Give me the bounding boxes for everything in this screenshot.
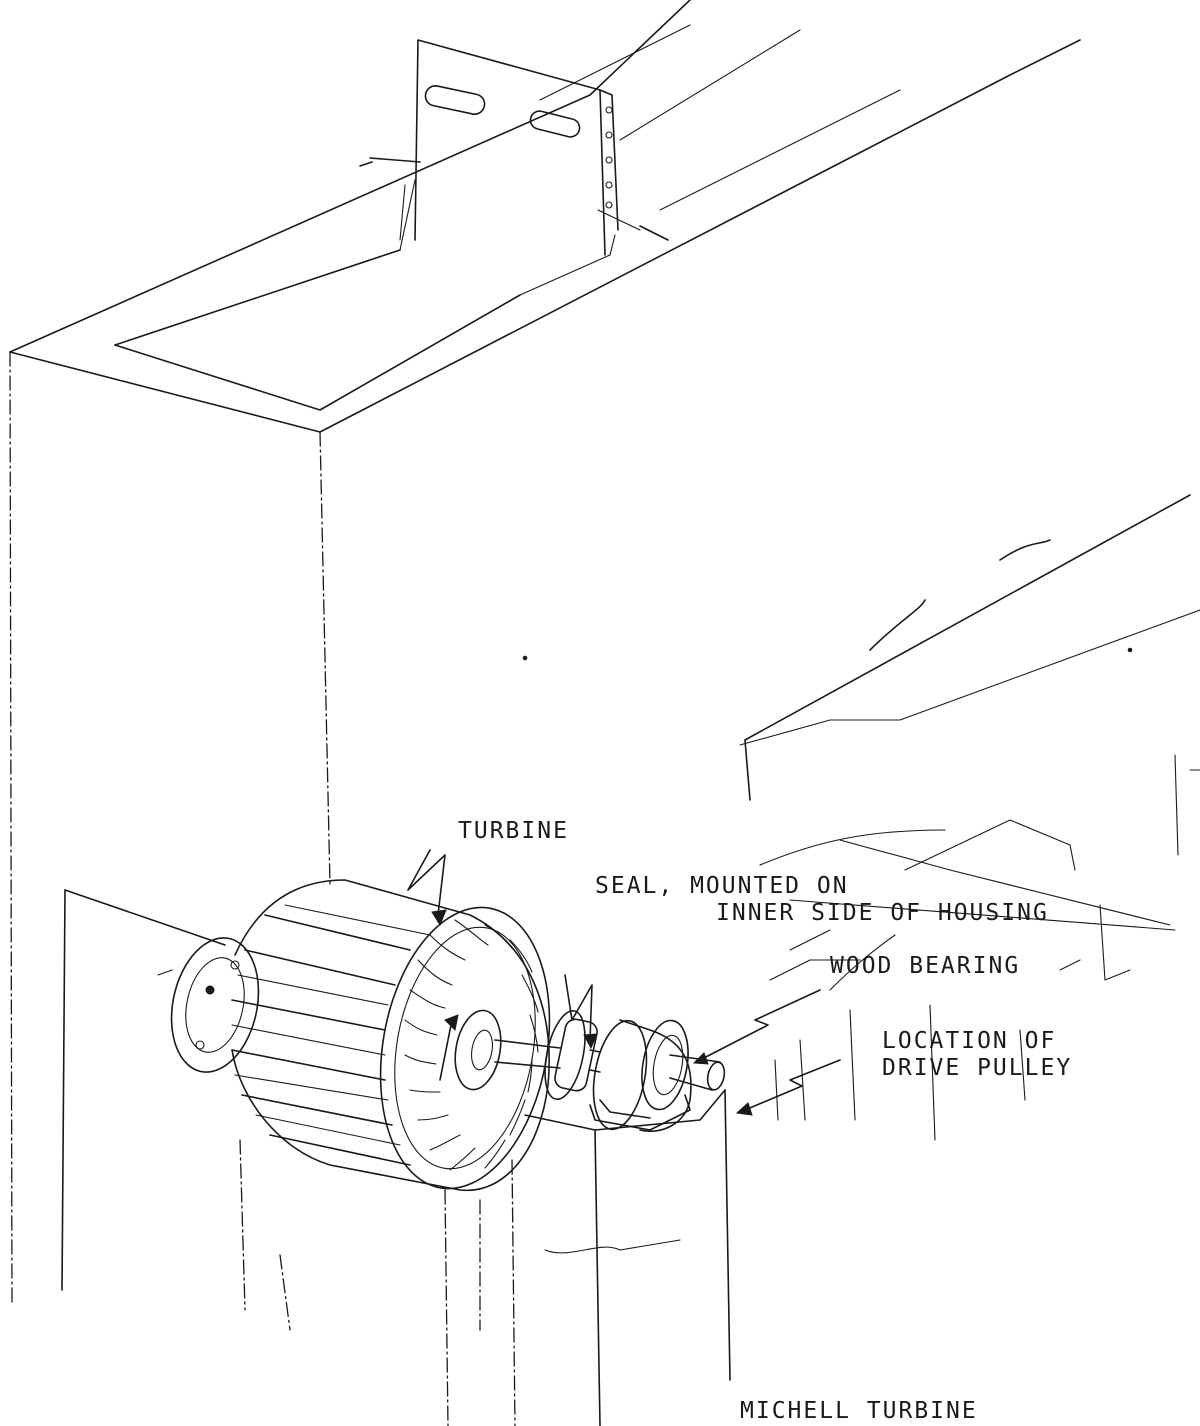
pulley-label-line1: LOCATION OF [882, 1028, 1057, 1054]
seal-label-line2: INNER SIDE OF HOUSING [716, 900, 1049, 926]
right-housing [739, 494, 1200, 856]
turbine-runner [170, 879, 551, 1192]
pedestal [239, 1089, 731, 1426]
caption: MICHELL TURBINE [740, 1398, 978, 1424]
flume [9, 0, 1081, 433]
wood-bearing-label: WOOD BEARING [830, 953, 1021, 979]
main-housing [9, 351, 331, 1331]
stray-mark [1127, 647, 1133, 653]
gate-plate [359, 39, 669, 256]
bearing-housing [759, 819, 1176, 1141]
stray-mark [522, 655, 528, 661]
stray-mark [157, 969, 173, 976]
leaders [407, 849, 841, 1116]
turbine-label: TURBINE [458, 818, 569, 844]
seal-label-line1: SEAL, MOUNTED ON [595, 873, 849, 899]
pulley-label-line2: DRIVE PULLEY [882, 1055, 1073, 1081]
shaft-assembly [494, 1010, 726, 1132]
